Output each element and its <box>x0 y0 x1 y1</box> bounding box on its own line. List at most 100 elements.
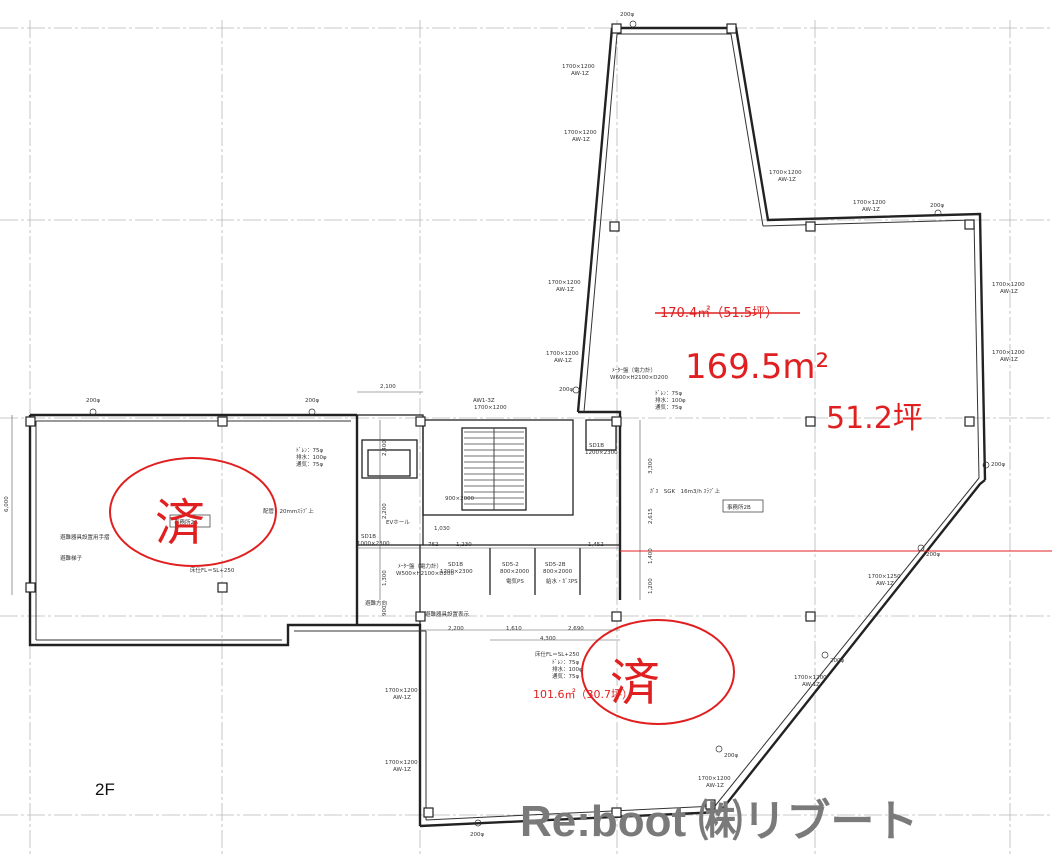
evac-box-label: 避難器具設置表示 <box>425 610 470 618</box>
dim-2615: 2,615 <box>648 508 654 524</box>
svg-text:排水：100φ: 排水：100φ <box>655 396 686 404</box>
window-label-type-3z: AW1-3Z <box>473 398 495 404</box>
dim-3300: 3,300 <box>648 458 654 474</box>
window-label-size: 1700×1200 <box>562 64 595 70</box>
svg-text:200φ: 200φ <box>830 658 844 664</box>
door-size: 1200×2300 <box>440 569 473 575</box>
dim-1230: 1,230 <box>456 542 472 548</box>
floor-level-2: 床仕FL＝SL+250 <box>535 650 580 658</box>
meter-size: W600×H2100×D200 <box>610 375 669 381</box>
svg-text:200φ: 200φ <box>724 753 738 759</box>
svg-text:200φ: 200φ <box>86 398 100 404</box>
office-2a-label: 事務所2A <box>174 518 198 526</box>
pipe-markers: 200φ 200φ 200φ 200φ 200φ 200φ 200φ 200φ … <box>86 12 1005 838</box>
svg-text:200φ: 200φ <box>926 552 940 558</box>
door-sd1b: SD1B <box>589 443 604 449</box>
dim-4300: 4,300 <box>540 636 556 642</box>
window-label-size: 1700×1200 <box>546 351 579 357</box>
brand-watermark: Re:boot ㈱リブート <box>520 796 918 846</box>
dim-2200: 2,200 <box>382 503 388 519</box>
svg-text:ﾄﾞﾚﾝ：75φ: ﾄﾞﾚﾝ：75φ <box>655 390 682 397</box>
window-labels: 1700×1200 AW-1Z 1700×1200 AW-1Z 1700×120… <box>385 64 1025 789</box>
exterior-walls <box>28 26 987 828</box>
office-2b-label: 事務所2B <box>727 503 751 511</box>
columns <box>25 23 975 818</box>
pipe-shaft-label: 給水・ｶﾞｽPS <box>546 577 578 585</box>
window-label-size: 1700×1200 <box>548 280 581 286</box>
inner-walls <box>35 33 980 821</box>
window-label-size: 1700×1200 <box>769 170 802 176</box>
svg-text:ﾄﾞﾚﾝ：75φ: ﾄﾞﾚﾝ：75φ <box>296 447 323 454</box>
meter-box: ﾒｰﾀｰ盤（電力計） <box>612 366 656 374</box>
door-sd1b: SD1B <box>448 562 463 568</box>
window-label-type: AW-1Z <box>572 137 590 143</box>
svg-text:200φ: 200φ <box>930 203 944 209</box>
svg-text:200φ: 200φ <box>470 832 484 838</box>
window-label-type: AW-1Z <box>1000 357 1018 363</box>
evac-sign-label: 避難器具設置用手摺 <box>60 533 110 541</box>
evac-direction-label: 避難方向 <box>365 599 387 607</box>
window-label-type: AW-1Z <box>778 177 796 183</box>
window-label-type: AW-1Z <box>1000 289 1018 295</box>
window-label-size: 1700×1200 <box>992 350 1025 356</box>
window-label-type: AW-1Z <box>802 682 820 688</box>
door-size: 800×2000 <box>543 569 573 575</box>
window-label-size: 1700×1200 <box>564 130 597 136</box>
svg-text:ﾄﾞﾚﾝ：75φ: ﾄﾞﾚﾝ：75φ <box>552 659 579 666</box>
struck-area-2-text: 101.6㎡（30.7坪） <box>533 688 633 701</box>
window-label-size: 1700×1200 <box>385 760 418 766</box>
dimension-lines <box>11 391 641 641</box>
window-label-size: 1700×1200 <box>794 675 827 681</box>
door-size: 1000×2300 <box>357 541 390 547</box>
window-label-wide: 1700×1250 <box>868 574 901 580</box>
evac-ladder-label: 避難梯子 <box>60 554 83 562</box>
window-label-type: AW-1Z <box>554 358 572 364</box>
door-sd5-2: SD5-2 <box>502 562 519 568</box>
svg-text:200φ: 200φ <box>305 398 319 404</box>
elec-room-label: 電気PS <box>506 577 524 585</box>
window-label-size: 1700×1200 <box>853 200 886 206</box>
dim-2200-bottom: 2,200 <box>448 626 464 632</box>
floor-level-1: 床仕FL＝SL+250 <box>190 566 235 574</box>
dim-1200: 1,200 <box>648 578 654 594</box>
svg-text:通気：75φ: 通気：75φ <box>552 672 579 680</box>
door-size: 800×2000 <box>500 569 530 575</box>
window-label-type: AW-1Z <box>393 695 411 701</box>
dim-2100: 2,100 <box>380 384 396 390</box>
done-stamp-right: 済 <box>610 654 660 712</box>
meter-box: ﾒｰﾀｰ盤（電力計） <box>398 562 442 570</box>
new-tsubo-text: 51.2坪 <box>826 401 923 436</box>
svg-text:通気：75φ: 通気：75φ <box>655 403 682 411</box>
dim-1300: 1,300 <box>382 570 388 586</box>
done-stamp-circle-right <box>581 619 735 725</box>
dim-762: 762 <box>428 542 439 548</box>
window-label-type: AW-1Z <box>706 783 724 789</box>
dim-6000: 6,000 <box>4 496 10 512</box>
done-stamp-left: 済 <box>155 494 205 552</box>
svg-text:ｶﾞｽ SGK 16m3/h ｽﾗﾌﾞ上: ｶﾞｽ SGK 16m3/h ｽﾗﾌﾞ上 <box>650 487 721 495</box>
window-label-type: AW-1Z <box>556 287 574 293</box>
window-label-type: AW-1Z <box>571 71 589 77</box>
dim-1452: 1,452 <box>588 542 604 548</box>
done-stamp-circle-left <box>109 457 277 567</box>
door-size: 1200×2300 <box>585 450 618 456</box>
dim-2690: 2,690 <box>568 626 584 632</box>
dim-900: 900 <box>382 605 388 616</box>
dim-1610: 1,610 <box>506 626 522 632</box>
door-size: 900×2000 <box>445 496 475 502</box>
svg-text:200φ: 200φ <box>559 387 573 393</box>
window-label-type: AW-1Z <box>393 767 411 773</box>
dim-2400: 2,400 <box>382 440 388 456</box>
svg-text:通気：75φ: 通気：75φ <box>296 460 323 468</box>
window-label-size: 1700×1200 <box>698 776 731 782</box>
svg-text:200φ: 200φ <box>991 462 1005 468</box>
new-area-text: 169.5m² <box>685 347 829 387</box>
floor-label: 2F <box>95 780 115 799</box>
meter-size: W500×H2100×D200 <box>396 571 455 577</box>
room-labels: 事務所2B 事務所2A 避難器具設置用手摺 避難梯子 床仕FL＝SL+250 床… <box>60 499 764 658</box>
handwritten-annotations: 170.4㎡（51.5坪） 169.5m² 51.2坪 済 101.6㎡（30.… <box>109 306 923 725</box>
window-label-size: 1700×1200 <box>474 405 507 411</box>
door-labels: SD1B 1200×2300 SD1B 1000×2300 SD1B 1200×… <box>357 366 669 577</box>
dim-1400: 1,400 <box>648 548 654 564</box>
